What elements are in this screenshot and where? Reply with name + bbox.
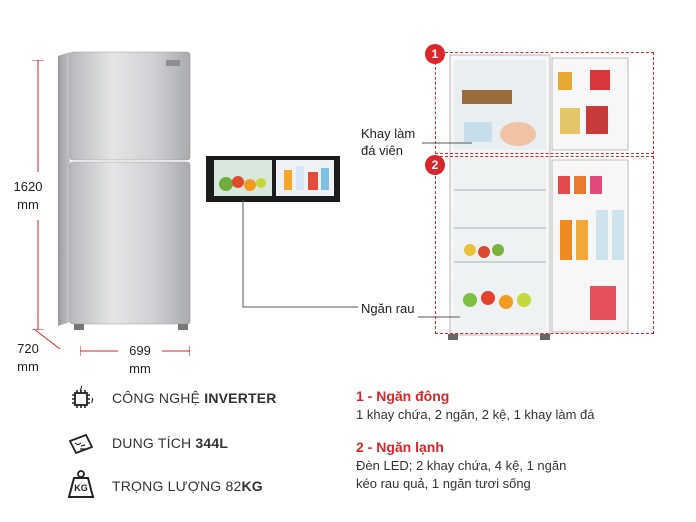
crisper-connector-line [240,200,360,310]
depth-dimension-line [30,325,70,355]
ice-tray-callout: Khay làm đá viên [361,126,416,158]
feature-capacity-prefix: DUNG TÍCH [112,435,196,451]
crisper-closeup-image [206,156,340,202]
feature-capacity: DUNG TÍCH 344L [66,427,326,461]
width-dimension-label: 699 mm [118,342,162,378]
freezer-section-desc: 1 khay chứa, 2 ngăn, 2 kệ, 1 khay làm đá [356,407,595,422]
inverter-chip-icon [66,384,96,419]
height-dimension-line [30,59,46,331]
crisper-callout: Ngăn rau [361,301,415,316]
fridge-badge: 2 [425,155,445,175]
open-fridge-image [440,50,640,345]
crisper-pointer [418,306,460,318]
feature-weight: KG TRỌNG LƯỢNG 82KG [66,468,326,502]
freezer-badge: 1 [425,44,445,64]
fridge-section-title: 2 - Ngăn lạnh [356,439,444,455]
freezer-section-box [435,52,654,154]
fridge-section-box [435,156,654,334]
capacity-icon [66,429,96,464]
fridge-section-desc: Đèn LED; 2 khay chứa, 4 kệ, 1 ngăn kéo r… [356,458,567,491]
depth-dimension-label: 720 mm [17,341,39,374]
freezer-section-title: 1 - Ngăn đông [356,388,450,404]
ice-tray-pointer [422,132,472,144]
feature-weight-prefix: TRỌNG LƯỢNG 82 [112,478,242,494]
height-dimension-label: 1620 mm [13,179,43,212]
feature-inverter-prefix: CÔNG NGHỆ [112,390,205,406]
weight-kg-icon: KG [66,468,96,500]
feature-weight-bold: KG [241,478,263,494]
feature-inverter: CÔNG NGHỆ INVERTER [66,382,326,416]
feature-inverter-bold: INVERTER [204,390,277,406]
feature-capacity-bold: 344L [195,435,229,451]
fridge-product-image [40,40,220,350]
